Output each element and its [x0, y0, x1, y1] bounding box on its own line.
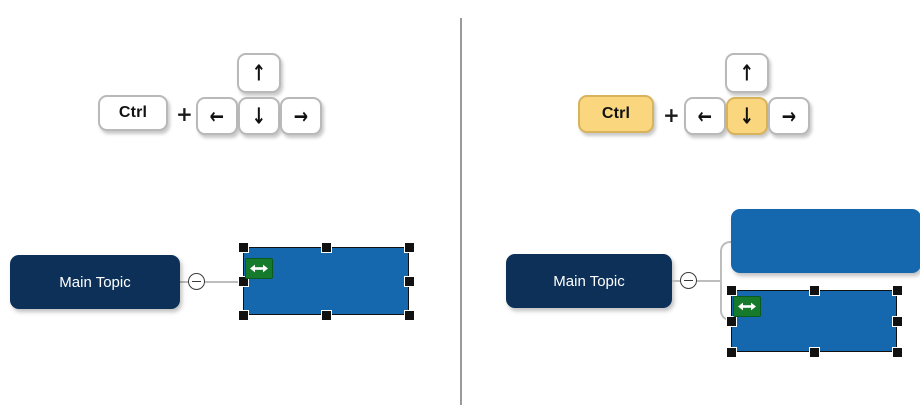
arrow-left-key[interactable]: ←	[684, 97, 726, 135]
handle-top-right[interactable]	[891, 284, 903, 296]
handle-bottom-right[interactable]	[403, 309, 415, 321]
collapse-toggle[interactable]	[680, 272, 697, 289]
ctrl-key[interactable]: Ctrl	[578, 95, 654, 133]
ctrl-key[interactable]: Ctrl	[98, 95, 168, 131]
main-topic-label: Main Topic	[59, 273, 131, 291]
arrow-right-icon: →	[293, 102, 309, 129]
panel-divider	[460, 18, 462, 405]
handle-bottom-center[interactable]	[320, 309, 332, 321]
ctrl-key-label: Ctrl	[601, 105, 631, 122]
arrow-left-icon: ←	[697, 102, 713, 129]
arrow-left-key[interactable]: ←	[196, 97, 238, 135]
arrow-up-icon: ↑	[251, 59, 267, 86]
arrow-right-key[interactable]: →	[768, 97, 810, 135]
arrow-left-icon: ←	[209, 102, 225, 129]
resize-horizontal-icon	[738, 302, 756, 311]
plus-separator: +	[176, 102, 193, 126]
plus-separator: +	[663, 103, 680, 127]
main-topic-node[interactable]: Main Topic	[10, 255, 180, 309]
arrow-down-icon: ↓	[251, 102, 267, 129]
main-topic-node[interactable]: Main Topic	[506, 254, 672, 308]
arrow-right-key[interactable]: →	[280, 97, 322, 135]
minus-icon	[192, 280, 201, 283]
handle-top-left[interactable]	[725, 284, 737, 296]
minus-icon	[684, 279, 693, 282]
handle-middle-right[interactable]	[891, 315, 903, 327]
handle-bottom-right[interactable]	[891, 346, 903, 358]
handle-top-right[interactable]	[403, 241, 415, 253]
handle-bottom-left[interactable]	[725, 346, 737, 358]
connector-stub	[672, 280, 682, 282]
child-node-1[interactable]	[731, 209, 920, 273]
handle-top-center[interactable]	[320, 241, 332, 253]
arrow-right-icon: →	[781, 102, 797, 129]
arrow-up-icon: ↑	[739, 59, 755, 86]
ctrl-key-label: Ctrl	[118, 104, 148, 121]
main-topic-label: Main Topic	[553, 272, 625, 290]
arrow-down-key[interactable]: ↓	[726, 97, 768, 135]
collapse-toggle[interactable]	[188, 273, 205, 290]
handle-bottom-left[interactable]	[237, 309, 249, 321]
handle-top-left[interactable]	[237, 241, 249, 253]
resize-horizontal-badge[interactable]	[733, 296, 761, 317]
resize-horizontal-icon	[250, 264, 268, 273]
resize-horizontal-badge[interactable]	[245, 258, 273, 279]
handle-middle-left[interactable]	[725, 315, 737, 327]
handle-top-center[interactable]	[808, 284, 820, 296]
arrow-up-key[interactable]: ↑	[237, 53, 281, 93]
connector-main-to-child	[180, 281, 242, 283]
handle-middle-left[interactable]	[237, 275, 249, 287]
arrow-up-key[interactable]: ↑	[725, 53, 769, 93]
connector-trunk	[697, 280, 721, 282]
arrow-down-key[interactable]: ↓	[238, 97, 280, 135]
handle-bottom-center[interactable]	[808, 346, 820, 358]
handle-middle-right[interactable]	[403, 275, 415, 287]
arrow-down-icon: ↓	[739, 102, 755, 129]
